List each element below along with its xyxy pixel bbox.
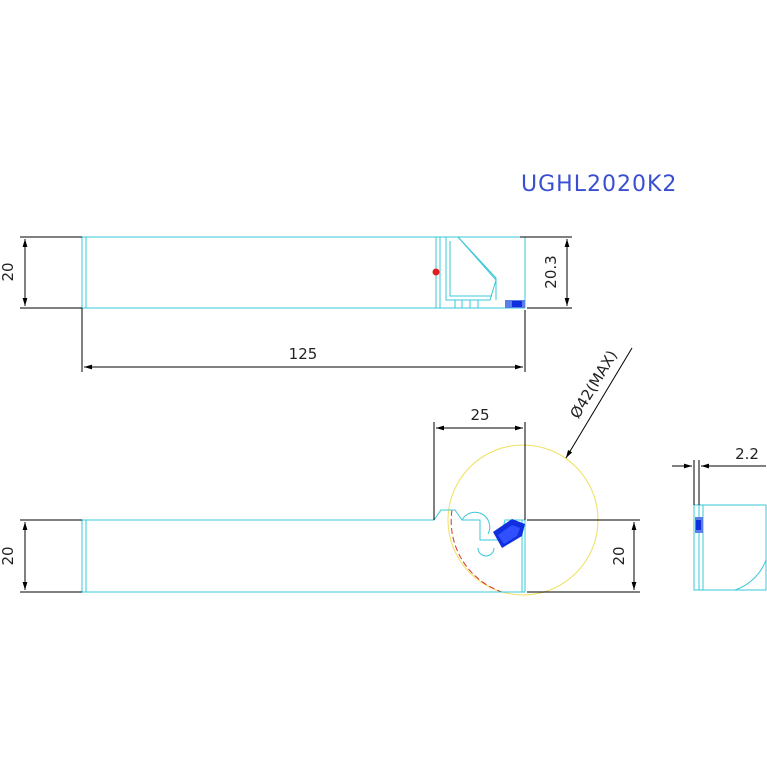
- top-body-outline: [81, 236, 526, 309]
- front-view: 20 20 25 Ø42(MAX): [0, 347, 640, 596]
- dim-head-offset: 25: [470, 406, 489, 424]
- dim-length: 125: [289, 345, 318, 363]
- model-title: UGHL2020K2: [521, 172, 677, 197]
- dim-insert-width: 2.2: [735, 445, 759, 463]
- side-body-outline: [693, 504, 767, 591]
- front-body-outline: [81, 509, 526, 593]
- diameter-leader: [565, 347, 633, 459]
- dim-front-height-left: 20: [0, 546, 17, 565]
- dim-head-height: 20.3: [542, 255, 560, 288]
- center-mark: [432, 268, 440, 276]
- top-view: 20 20.3 125: [0, 236, 572, 372]
- dim-top-height: 20: [0, 262, 17, 281]
- side-view: 2.2: [672, 445, 767, 591]
- dim-diameter: Ø42(MAX): [566, 347, 621, 421]
- dim-front-height-right: 20: [610, 546, 628, 565]
- cutting-arc: [450, 509, 503, 593]
